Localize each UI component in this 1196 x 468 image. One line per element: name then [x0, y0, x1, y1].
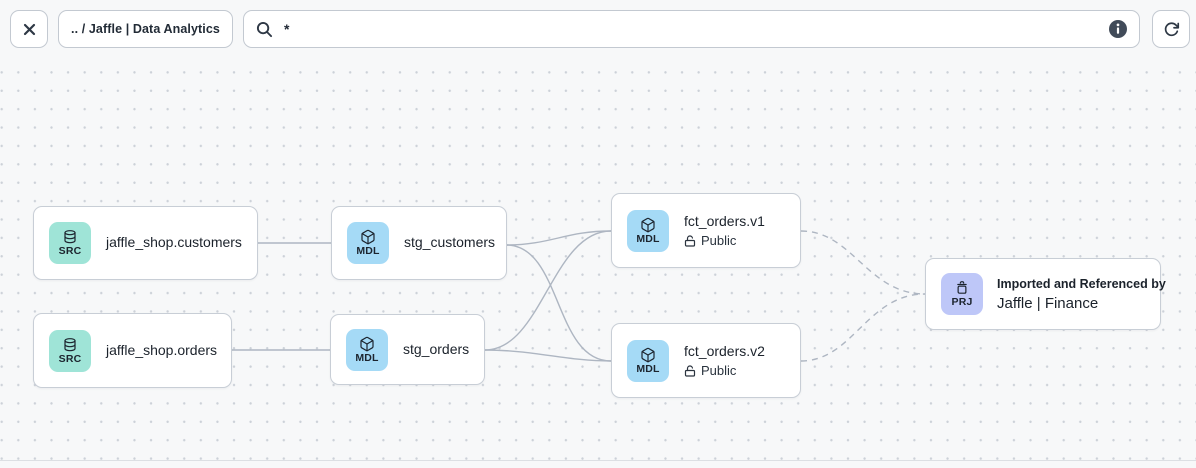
database-icon: [62, 229, 78, 245]
node-badge: PRJ: [951, 296, 973, 309]
model-icon-tile: MDL: [347, 222, 389, 264]
node-badge: SRC: [58, 245, 82, 258]
node-badge: SRC: [58, 352, 82, 365]
public-label: Public: [701, 363, 737, 379]
close-button[interactable]: [10, 10, 48, 48]
node-title: jaffle_shop.customers: [106, 234, 242, 251]
node-project-jaffle-finance[interactable]: PRJ Imported and Referenced by Jaffle | …: [925, 258, 1166, 330]
node-jaffle-shop-orders[interactable]: SRC jaffle_shop.orders: [33, 313, 232, 388]
node-note: Imported and Referenced by: [997, 277, 1166, 292]
node-title: fct_orders.v2: [684, 342, 765, 359]
search-bar[interactable]: [243, 10, 1140, 48]
model-icon-tile: MDL: [346, 328, 388, 371]
node-jaffle-shop-customers[interactable]: SRC jaffle_shop.customers: [33, 206, 258, 280]
node-fct-orders-v2[interactable]: MDL fct_orders.v2 Public: [611, 323, 801, 398]
node-badge: MDL: [355, 351, 379, 364]
x-icon: [22, 22, 37, 37]
top-toolbar: .. / Jaffle | Data Analytics: [0, 0, 1196, 58]
cube-icon: [640, 347, 656, 363]
source-icon-tile: SRC: [49, 329, 91, 372]
node-title: stg_orders: [403, 340, 470, 357]
model-icon-tile: MDL: [627, 339, 669, 382]
search-icon: [256, 21, 273, 38]
refresh-icon: [1163, 21, 1180, 38]
node-fct-orders-v1[interactable]: MDL fct_orders.v1 Public: [611, 193, 801, 268]
node-badge: MDL: [636, 362, 660, 375]
unlock-icon: [684, 365, 696, 377]
unlock-icon: [684, 235, 696, 247]
cube-icon: [359, 336, 375, 352]
node-badge: MDL: [356, 245, 380, 258]
canvas-bottom-edge: [0, 460, 1196, 468]
node-title: fct_orders.v1: [684, 212, 765, 229]
refresh-button[interactable]: [1152, 10, 1190, 48]
model-icon-tile: MDL: [627, 209, 669, 252]
node-stg-orders[interactable]: MDL stg_orders: [330, 314, 485, 385]
search-input[interactable]: [284, 21, 1098, 37]
node-title: stg_customers: [404, 234, 496, 251]
access-row: Public: [684, 233, 765, 248]
cube-icon: [640, 217, 656, 233]
database-icon: [62, 337, 78, 353]
node-title: Jaffle | Finance: [997, 294, 1099, 312]
breadcrumb-button[interactable]: .. / Jaffle | Data Analytics: [58, 10, 233, 48]
cube-icon: [360, 229, 376, 245]
breadcrumb: .. / Jaffle | Data Analytics: [71, 22, 220, 36]
node-stg-customers[interactable]: MDL stg_customers: [331, 206, 507, 280]
source-icon-tile: SRC: [49, 222, 91, 264]
info-icon[interactable]: [1109, 20, 1127, 38]
access-row: Public: [684, 363, 765, 378]
project-icon-tile: PRJ: [941, 273, 983, 315]
archive-icon: [954, 280, 970, 296]
node-title: jaffle_shop.orders: [106, 341, 218, 358]
public-label: Public: [701, 233, 737, 249]
node-badge: MDL: [636, 232, 660, 245]
